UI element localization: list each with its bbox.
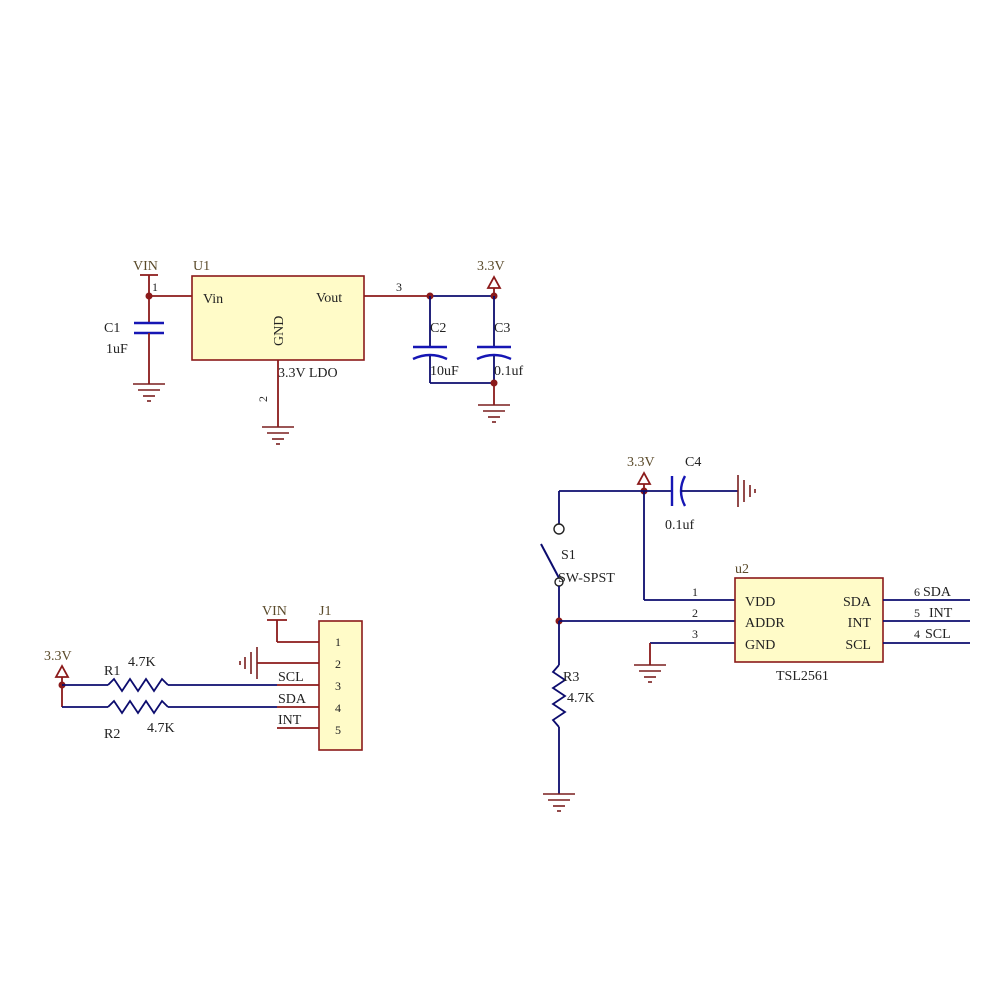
r2-value: 4.7K	[147, 721, 175, 736]
c2-plate-bottom	[412, 353, 448, 361]
j1-net-int: INT	[278, 713, 302, 728]
u1-pin-vout-label: Vout	[316, 291, 342, 306]
u2-pin-num-1: 1	[692, 585, 698, 599]
u2-pin-num-3: 3	[692, 627, 698, 641]
j1-net-sda: SDA	[278, 692, 307, 707]
j1-pin-1: 1	[335, 635, 341, 649]
r1-ref: R1	[104, 664, 120, 679]
u1-pin-gnd-label: GND	[272, 316, 287, 346]
s1-value: SW-SPST	[558, 571, 615, 586]
u2-ground-symbol	[634, 664, 666, 683]
s1-ref: S1	[561, 548, 576, 563]
u1-pin1-number: 1	[152, 280, 158, 294]
r1-body	[107, 677, 169, 693]
c2-ref: C2	[430, 321, 446, 336]
c3-value: 0.1uf	[494, 364, 524, 379]
v33-label-pullup: 3.3V	[44, 649, 72, 664]
s1-lever	[540, 543, 560, 579]
u2-pin-num-6: 6	[914, 585, 920, 599]
u2-net-sda: SDA	[923, 585, 952, 600]
u2-pin-gnd: GND	[745, 638, 775, 653]
j1-pin-2: 2	[335, 657, 341, 671]
u1-pin2-number: 2	[256, 396, 270, 402]
u2-pin-sda: SDA	[843, 595, 872, 610]
u2-pin-vdd: VDD	[745, 595, 775, 610]
c2-c3-ground-symbol	[478, 404, 510, 423]
u2-net-int: INT	[929, 606, 953, 621]
u2-pin-int: INT	[848, 616, 872, 631]
c1-ground-symbol	[133, 383, 165, 402]
c4-ref: C4	[685, 455, 701, 470]
c4-value: 0.1uf	[665, 518, 695, 533]
u2-pin-num-2: 2	[692, 606, 698, 620]
r3-body	[551, 664, 567, 728]
u1-body	[191, 275, 365, 361]
v33-flag-pullup	[54, 664, 70, 678]
c3-plate-bottom	[476, 353, 512, 361]
j1-ground-symbol	[239, 647, 258, 679]
connector-section: J1 1 2 3 4 5 VIN SCL SDA INT 3.3V	[44, 604, 363, 751]
c3-ref: C3	[494, 321, 510, 336]
u2-net-scl: SCL	[925, 627, 951, 642]
j1-pin-3: 3	[335, 679, 341, 693]
u1-ref: U1	[193, 259, 210, 274]
r1-value: 4.7K	[128, 655, 156, 670]
c1-ref: C1	[104, 321, 120, 336]
u2-pin-num-4: 4	[914, 627, 920, 641]
v33-flag-ldo	[486, 275, 502, 289]
s1-contact-top	[553, 523, 565, 535]
j1-net-scl: SCL	[278, 670, 304, 685]
r2-ref: R2	[104, 727, 120, 742]
u1-pin-vin-label: Vin	[203, 292, 223, 307]
u2-pin-num-5: 5	[914, 606, 920, 620]
v33-label-ldo: 3.3V	[477, 259, 505, 274]
u2-pin-addr: ADDR	[745, 616, 785, 631]
u2-ref: u2	[735, 562, 749, 577]
net3-label: 3	[396, 280, 402, 294]
j1-pin-4: 4	[335, 701, 341, 715]
vin-label-top: VIN	[133, 259, 158, 274]
r2-body	[107, 699, 169, 715]
u2-body	[734, 577, 884, 663]
j1-ref: J1	[319, 604, 331, 619]
sensor-section: 3.3V C4 0.1uf S1 SW-SPST R3 4	[540, 455, 970, 812]
r3-value: 4.7K	[567, 691, 595, 706]
r3-ground-symbol	[543, 793, 575, 812]
u1-value: 3.3V LDO	[278, 366, 338, 381]
c1-value: 1uF	[106, 342, 128, 357]
u1-ground-symbol	[262, 426, 294, 445]
ldo-section: VIN 1 C1 1uF U1 Vin Vout GND 3.3V LDO 2	[104, 259, 524, 445]
vin-label-connector: VIN	[262, 604, 287, 619]
u2-pin-scl: SCL	[845, 638, 871, 653]
c2-value: 10uF	[430, 364, 459, 379]
v33-flag-sensor	[636, 471, 652, 485]
j1-pin-5: 5	[335, 723, 341, 737]
u2-value: TSL2561	[776, 669, 829, 684]
r3-ref: R3	[563, 670, 579, 685]
v33-label-sensor: 3.3V	[627, 455, 655, 470]
c4-ground-symbol	[737, 475, 756, 507]
